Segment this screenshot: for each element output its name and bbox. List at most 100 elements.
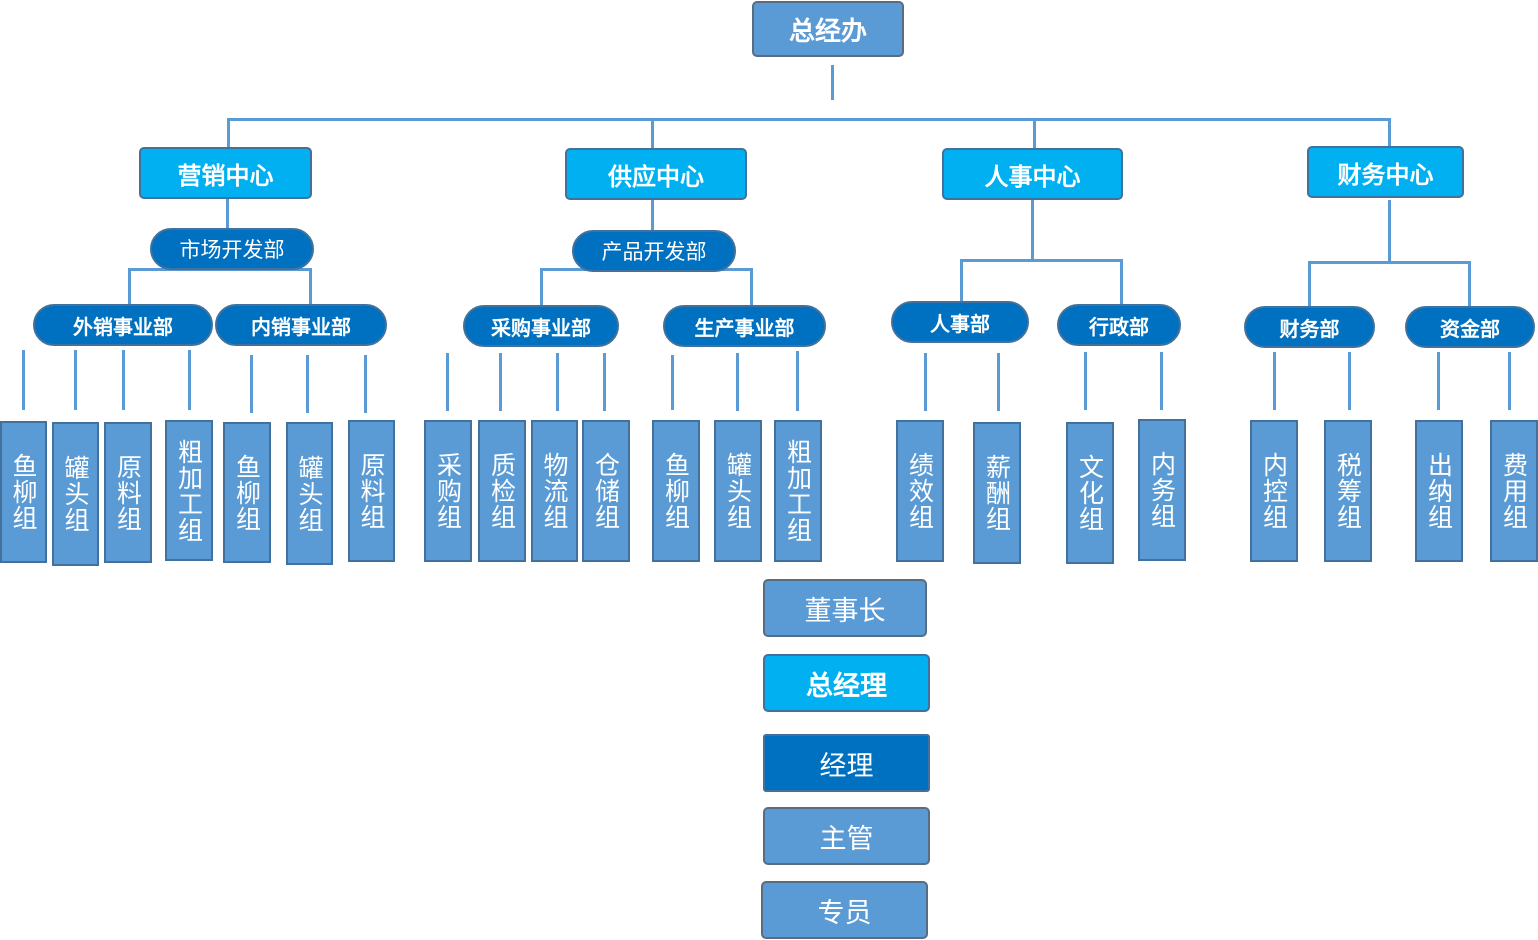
dept-export-sales: 外销事业部 — [33, 304, 213, 346]
legend-general-manager: 总经理 — [763, 654, 930, 712]
unit-box: 鱼柳组 — [223, 422, 271, 563]
unit-label: 鱼柳组 — [9, 453, 38, 531]
unit-label: 仓储组 — [591, 452, 621, 530]
unit-box: 仓储组 — [582, 420, 630, 562]
legend-label: 经理 — [819, 750, 874, 782]
dept-label: 外销事业部 — [73, 314, 173, 339]
dept-label: 资金部 — [1440, 316, 1500, 341]
unit-label: 罐头组 — [61, 455, 90, 533]
connector — [1120, 259, 1123, 304]
connector — [1084, 352, 1087, 410]
connector — [227, 118, 230, 150]
subdept-market-development: 市场开发部 — [150, 228, 314, 270]
unit-label: 罐头组 — [723, 452, 753, 530]
connector — [128, 268, 131, 306]
unit-box: 鱼柳组 — [652, 420, 700, 562]
dept-label: 人事部 — [930, 311, 990, 336]
connector — [1308, 261, 1471, 264]
unit-box: 采购组 — [424, 420, 472, 562]
dept-finance: 财务部 — [1244, 306, 1375, 348]
legend-label: 主管 — [819, 823, 874, 855]
unit-label: 出纳组 — [1424, 452, 1454, 530]
unit-label: 鱼柳组 — [661, 452, 691, 530]
connector — [1348, 352, 1351, 410]
connector — [1273, 352, 1276, 410]
connector — [227, 118, 1391, 121]
dept-admin: 行政部 — [1057, 304, 1181, 346]
center-hr: 人事中心 — [942, 148, 1123, 200]
connector — [122, 350, 125, 410]
unit-label: 文化组 — [1075, 454, 1105, 532]
unit-box: 费用组 — [1490, 420, 1538, 562]
legend-supervisor: 主管 — [763, 807, 930, 865]
connector — [651, 198, 654, 232]
connector — [446, 353, 449, 411]
connector — [997, 353, 1000, 411]
legend-staff: 专员 — [761, 881, 928, 939]
unit-box: 出纳组 — [1415, 420, 1463, 562]
connector — [671, 355, 674, 410]
center-label: 人事中心 — [984, 162, 1081, 191]
unit-label: 内控组 — [1259, 452, 1289, 530]
dept-purchasing: 采购事业部 — [463, 305, 619, 347]
connector — [1160, 352, 1163, 410]
dept-funds: 资金部 — [1405, 306, 1535, 348]
connector — [309, 268, 312, 306]
unit-box: 内务组 — [1138, 419, 1186, 561]
legend-label: 总经理 — [806, 670, 887, 702]
unit-label: 采购组 — [433, 452, 463, 530]
unit-label: 粗加工组 — [783, 439, 813, 543]
connector — [796, 351, 799, 411]
unit-label: 鱼柳组 — [232, 453, 262, 532]
legend-chairman: 董事长 — [763, 579, 927, 637]
connector — [1468, 261, 1471, 307]
connector — [651, 118, 654, 150]
unit-label: 绩效组 — [905, 452, 935, 530]
dept-label: 生产事业部 — [694, 315, 795, 340]
unit-label: 薪酬组 — [982, 454, 1012, 532]
unit-label: 费用组 — [1499, 452, 1529, 530]
dept-production: 生产事业部 — [663, 305, 826, 347]
unit-label: 质检组 — [487, 452, 517, 530]
legend-label: 专员 — [817, 897, 872, 929]
connector — [1033, 118, 1036, 150]
center-supply: 供应中心 — [565, 148, 747, 200]
connector — [750, 268, 753, 306]
connector — [960, 259, 963, 302]
legend-manager: 经理 — [763, 734, 930, 792]
connector — [1388, 200, 1391, 262]
unit-box: 原料组 — [104, 422, 152, 563]
unit-box: 粗加工组 — [165, 420, 213, 561]
unit-box: 鱼柳组 — [0, 421, 47, 563]
dept-label: 财务部 — [1279, 316, 1340, 341]
connector — [1308, 261, 1311, 307]
unit-label: 税筹组 — [1333, 452, 1363, 530]
connector — [306, 355, 309, 413]
unit-box: 文化组 — [1066, 422, 1114, 564]
center-finance: 财务中心 — [1307, 146, 1464, 198]
connector — [831, 65, 834, 100]
dept-label: 内销事业部 — [251, 314, 351, 339]
connector — [364, 355, 367, 413]
subdept-label: 产品开发部 — [601, 240, 707, 264]
unit-box: 罐头组 — [714, 420, 762, 562]
connector — [74, 350, 77, 410]
connector — [603, 353, 606, 411]
dept-label: 采购事业部 — [491, 315, 591, 340]
unit-box: 质检组 — [478, 420, 526, 562]
connector — [188, 350, 191, 410]
unit-label: 粗加工组 — [174, 438, 204, 543]
connector — [540, 268, 543, 306]
connector — [556, 353, 559, 411]
subdept-label: 市场开发部 — [179, 238, 285, 262]
unit-box: 绩效组 — [896, 420, 944, 562]
center-label: 营销中心 — [177, 161, 274, 190]
center-label: 财务中心 — [1337, 160, 1434, 189]
unit-label: 物流组 — [540, 452, 569, 530]
center-label: 供应中心 — [608, 162, 704, 191]
unit-box: 物流组 — [531, 420, 578, 562]
connector — [1388, 118, 1391, 148]
connector — [22, 350, 25, 410]
connector — [960, 259, 1123, 262]
connector — [250, 355, 253, 413]
